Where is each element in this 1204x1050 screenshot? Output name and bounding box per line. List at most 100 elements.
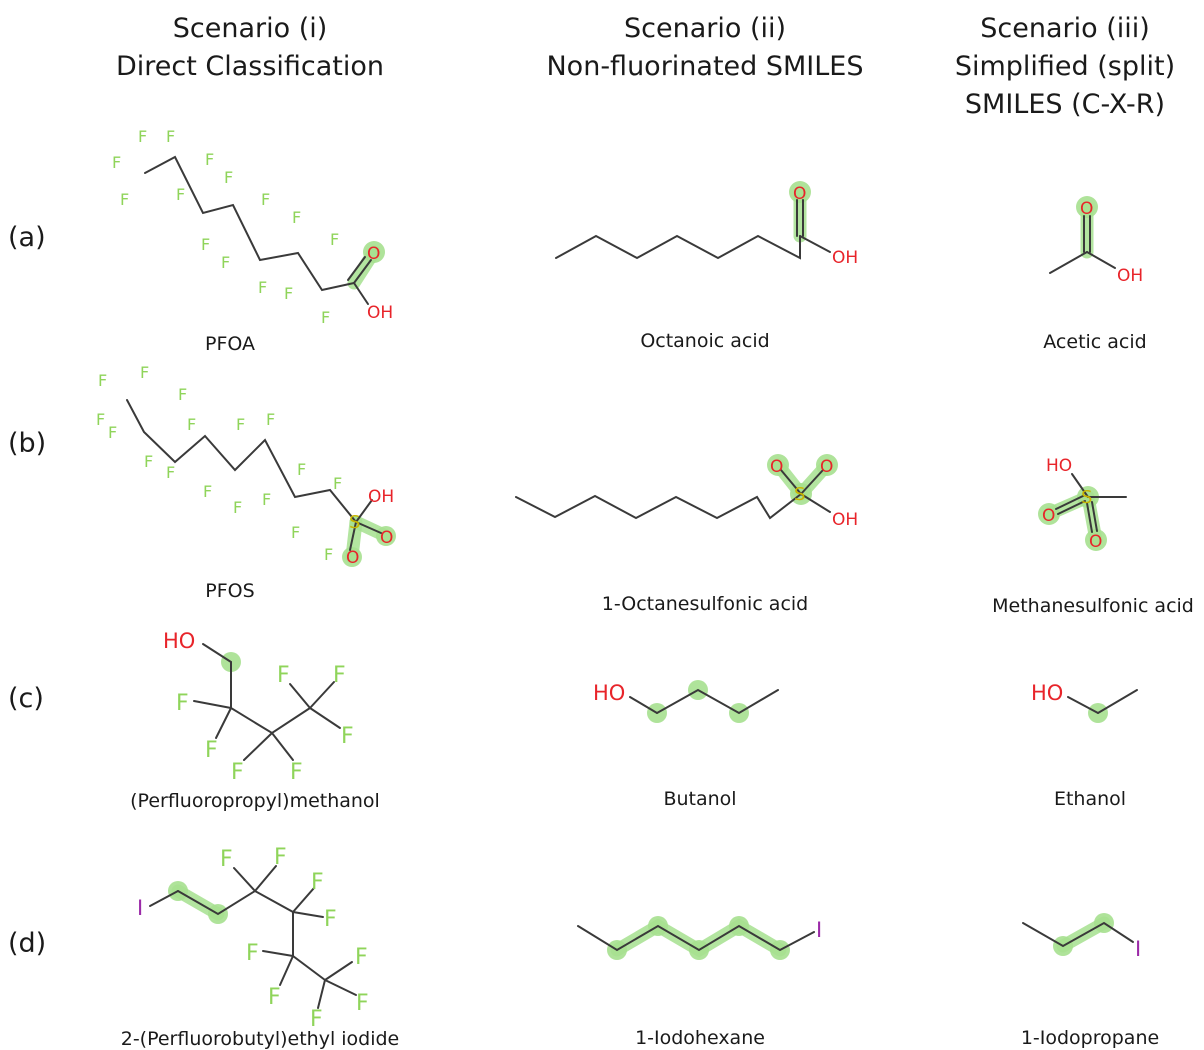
- compound-name-perfluoropropyl-methanol: (Perfluoropropyl)methanol: [130, 790, 380, 812]
- atom-label-f: F: [277, 663, 290, 688]
- atom-label-o: O: [1042, 506, 1055, 526]
- atom-label-f: F: [355, 945, 368, 970]
- molecule-ethanol: HO: [1031, 681, 1138, 723]
- atom-label-s: S: [794, 484, 805, 505]
- bond: [215, 707, 232, 739]
- bond: [254, 865, 277, 892]
- atom-label-f: F: [321, 308, 330, 327]
- atom-label-f: F: [187, 415, 196, 434]
- bond: [1091, 501, 1098, 532]
- bond: [292, 911, 324, 918]
- header-line: Scenario (i): [172, 13, 328, 44]
- atom-label-f: F: [231, 760, 244, 785]
- bond: [279, 955, 294, 986]
- header-scenario-3: Scenario (iii) Simplified (split) SMILES…: [930, 10, 1200, 124]
- carbon-chain: [177, 889, 326, 981]
- molecule-iodohexane: I: [577, 916, 822, 960]
- row-label-b: (b): [8, 428, 47, 459]
- atom-label-i: I: [816, 918, 822, 942]
- molecule-octanoic-acid: O OH: [555, 181, 858, 268]
- bond: [780, 469, 802, 495]
- highlight-atom: [363, 241, 385, 263]
- atom-label-f: F: [291, 523, 300, 542]
- atom-label-f: F: [292, 208, 301, 227]
- atom-label-f: F: [233, 498, 242, 517]
- molecule-iodopropane: I: [1022, 913, 1141, 961]
- atom-label-oh: OH: [367, 303, 393, 323]
- bond: [193, 700, 232, 709]
- atom-label-f: F: [176, 691, 189, 716]
- bond: [1071, 473, 1089, 498]
- atom-label-f: F: [138, 127, 147, 146]
- header-line: Non-fluorinated SMILES: [546, 51, 864, 82]
- molecule-butanol: HO: [593, 680, 779, 723]
- bond: [1086, 502, 1093, 533]
- bond: [349, 521, 357, 551]
- atom-label-ho: HO: [593, 681, 625, 705]
- bond: [355, 521, 382, 534]
- bond: [1097, 689, 1138, 714]
- atom-label-f: F: [274, 845, 287, 870]
- bond: [1049, 251, 1088, 274]
- atom-label-f: F: [310, 1007, 323, 1032]
- highlight-atom: [376, 526, 396, 546]
- atom-label-o: O: [1080, 199, 1093, 219]
- highlight-atom: [789, 181, 811, 203]
- molecule-perfluorobutyl-ethyl-iodide: I F F F F F F F F F: [137, 845, 369, 1032]
- bond: [262, 950, 294, 957]
- atom-label-ho: HO: [1031, 681, 1063, 705]
- bond: [1055, 495, 1084, 510]
- bond: [149, 890, 179, 907]
- atom-label-ho: HO: [163, 629, 195, 653]
- carbon-chain: [1022, 921, 1134, 948]
- header-line: SMILES (C-X-R): [964, 89, 1166, 120]
- header-scenario-1: Scenario (i) Direct Classification: [95, 10, 405, 86]
- atom-label-i: I: [1135, 937, 1141, 961]
- atom-label-f: F: [205, 150, 214, 169]
- atom-label-f: F: [221, 253, 230, 272]
- atom-label-f: F: [284, 284, 293, 303]
- atom-label-f: F: [266, 410, 275, 429]
- atom-label-oh: OH: [832, 510, 858, 530]
- carbon-chain: [126, 399, 357, 523]
- header-line: Simplified (split): [954, 51, 1176, 82]
- highlight-atom: [1085, 529, 1107, 551]
- atom-label-f: F: [341, 724, 354, 749]
- atom-label-f: F: [324, 545, 333, 564]
- atom-label-f: F: [330, 230, 339, 249]
- atom-label-f: F: [236, 415, 245, 434]
- bond: [799, 235, 831, 253]
- atom-label-f: F: [98, 371, 107, 390]
- carbon-chain: [230, 661, 311, 735]
- atom-label-f: F: [333, 474, 342, 493]
- compound-name-pfoa: PFOA: [204, 333, 255, 355]
- atom-label-f: F: [203, 482, 212, 501]
- atom-label-f: F: [178, 385, 187, 404]
- bond: [347, 256, 366, 281]
- bond: [324, 961, 353, 981]
- atom-label-f: F: [261, 190, 270, 209]
- atom-label-o: O: [367, 244, 380, 264]
- compound-name-perfluorobutyl-ethyl-iodide: 2-(Perfluorobutyl)ethyl iodide: [120, 1028, 400, 1050]
- bond: [353, 259, 372, 284]
- header-line: Direct Classification: [115, 51, 385, 82]
- compound-name-butanol: Butanol: [663, 788, 737, 810]
- compound-name-pfos: PFOS: [205, 580, 255, 602]
- atom-label-f: F: [268, 985, 281, 1010]
- atom-label-o: O: [820, 457, 833, 477]
- compound-name-acetic-acid: Acetic acid: [1043, 331, 1147, 353]
- row-label-a: (a): [8, 222, 46, 253]
- bond: [324, 979, 357, 996]
- highlight-atom: [342, 547, 362, 567]
- bond: [1057, 500, 1086, 515]
- carbon-chain: [515, 493, 802, 520]
- header-scenario-2: Scenario (ii) Non-fluorinated SMILES: [510, 10, 900, 86]
- bond: [289, 683, 311, 709]
- atom-label-f: F: [140, 363, 149, 382]
- atom-label-f: F: [166, 127, 175, 146]
- atom-label-i: I: [137, 896, 143, 920]
- header-line: Scenario (iii): [980, 13, 1150, 44]
- atom-label-oh: OH: [1117, 266, 1143, 286]
- compound-name-octanesulfonic-acid: 1-Octanesulfonic acid: [601, 593, 809, 615]
- bond: [233, 867, 256, 892]
